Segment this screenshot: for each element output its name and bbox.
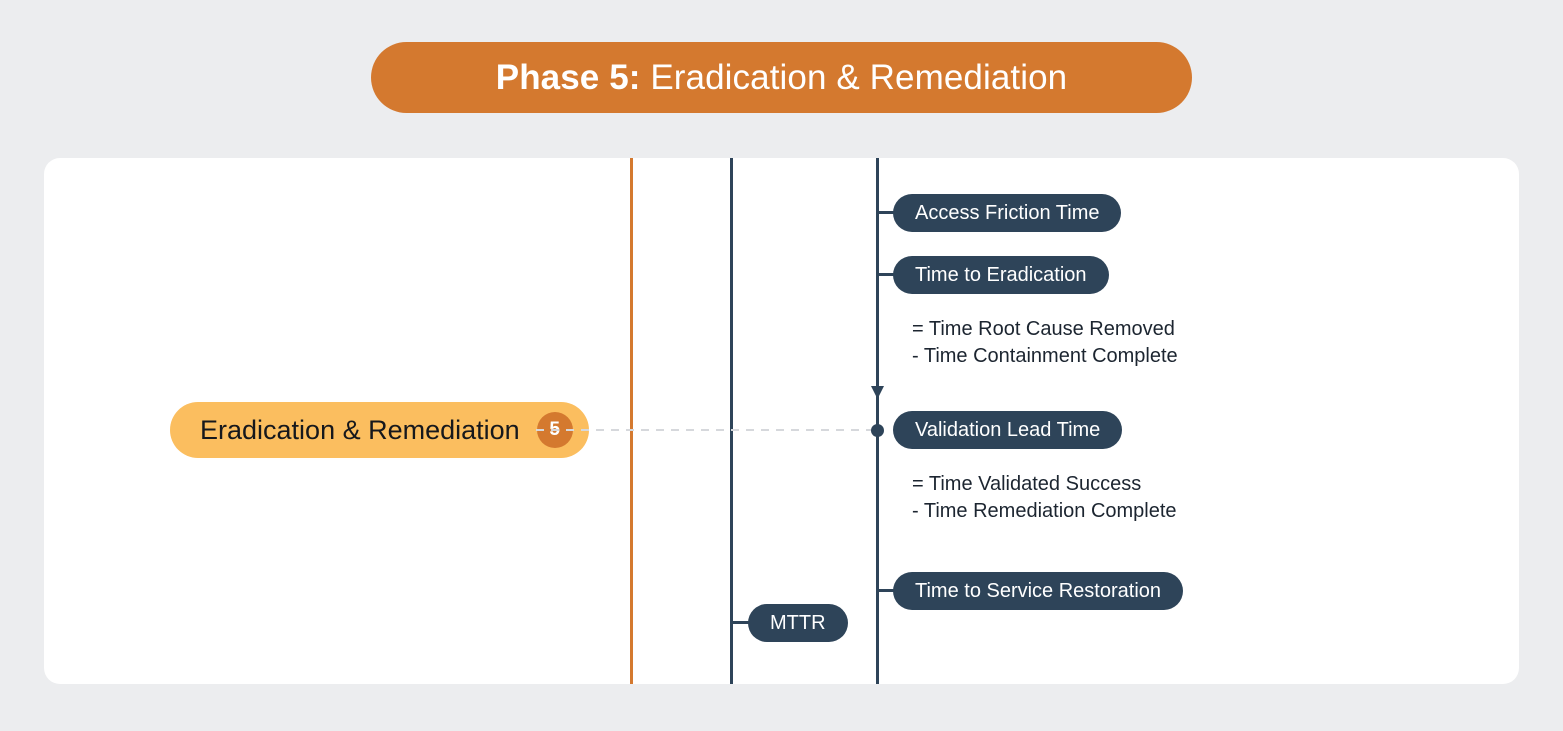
formula-line-1: = Time Validated Success [912, 473, 1142, 495]
metric-label-mttr: MTTR [770, 611, 826, 634]
connector-stub-time-to-service-restoration [876, 589, 895, 592]
metric-pill-time-to-service-restoration[interactable]: Time to Service Restoration [893, 572, 1184, 610]
phase-header-pill: Phase 5: Eradication & Remediation [371, 42, 1192, 113]
formula-line-1: = Time Root Cause Removed [912, 318, 1175, 340]
timeline-rail-navy-2 [876, 158, 879, 684]
formula-validation-lead-time: = Time Validated Success - Time Remediat… [912, 471, 1177, 525]
timeline-rail-orange [630, 158, 633, 684]
metric-pill-access-friction-time[interactable]: Access Friction Time [893, 194, 1122, 232]
metric-pill-validation-lead-time[interactable]: Validation Lead Time [893, 411, 1123, 449]
formula-line-2: - Time Containment Complete [912, 345, 1178, 367]
connector-dot [871, 424, 884, 437]
metric-pill-mttr[interactable]: MTTR [748, 604, 848, 642]
metric-label-time-to-eradication: Time to Eradication [915, 263, 1087, 286]
formula-line-2: - Time Remediation Complete [912, 500, 1177, 522]
phase-node-label: Eradication & Remediation [200, 414, 520, 445]
diagram-card: Eradication & Remediation 5 Access Frict… [44, 158, 1519, 684]
connector-stub-mttr [730, 621, 750, 624]
phase-node-pill[interactable]: Eradication & Remediation 5 [170, 402, 589, 458]
phase-header-title: Eradication & Remediation [640, 57, 1068, 97]
connector-stub-access-friction-time [876, 211, 895, 214]
metric-pill-time-to-eradication[interactable]: Time to Eradication [893, 256, 1109, 294]
down-arrow-icon [871, 386, 884, 400]
metric-label-validation-lead-time: Validation Lead Time [915, 418, 1101, 441]
phase-header-text: Phase 5: Eradication & Remediation [496, 58, 1067, 98]
metric-label-time-to-service-restoration: Time to Service Restoration [915, 579, 1162, 602]
connector-stub-time-to-eradication [876, 273, 895, 276]
dashed-connector-line [536, 429, 877, 431]
timeline-rail-navy-1 [730, 158, 733, 684]
formula-time-to-eradication: = Time Root Cause Removed - Time Contain… [912, 316, 1178, 370]
metric-label-access-friction-time: Access Friction Time [915, 201, 1100, 224]
phase-header-label: Phase 5: [495, 57, 641, 97]
